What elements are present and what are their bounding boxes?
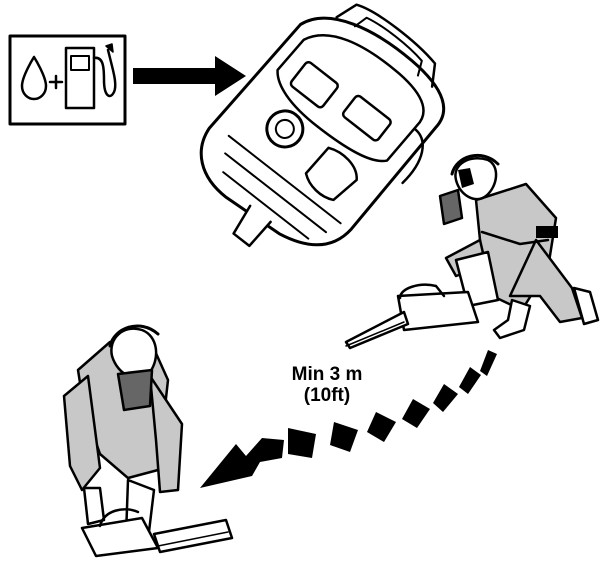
distance-label-imperial: (10ft) xyxy=(303,385,351,406)
plus-icon xyxy=(48,74,64,90)
fuel-cap-arrow xyxy=(133,56,246,96)
starting-operator xyxy=(62,324,234,558)
oil-drop-icon xyxy=(20,55,48,101)
refueling-operator xyxy=(438,153,600,340)
fuel-pump-icon xyxy=(64,43,117,110)
chainsaw-closeup xyxy=(199,3,446,248)
distance-label: Min 3 m (10ft) xyxy=(268,364,386,406)
distance-label-metric: Min 3 m xyxy=(291,364,363,385)
fuel-mix-pictogram xyxy=(8,34,127,126)
distance-arrow xyxy=(200,350,497,488)
chainsaw-on-ground xyxy=(344,283,480,350)
